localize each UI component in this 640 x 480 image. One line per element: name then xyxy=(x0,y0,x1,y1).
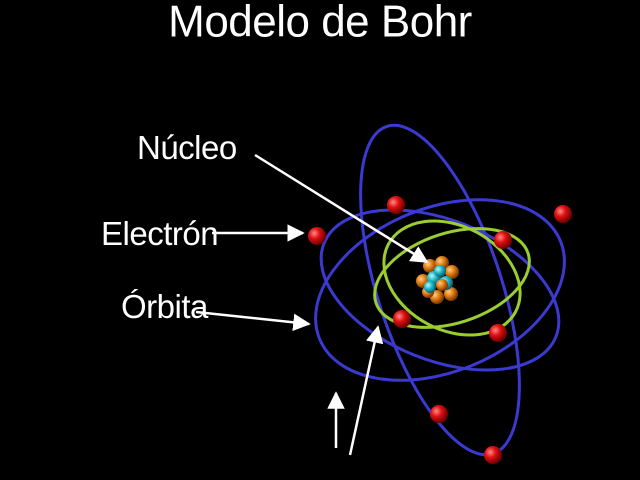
proton xyxy=(444,287,458,301)
electron-label: Electrón xyxy=(101,215,219,252)
electron xyxy=(430,405,448,423)
proton xyxy=(445,265,459,279)
orbit-label: Órbita xyxy=(121,288,208,325)
nucleus-label: Núcleo xyxy=(137,129,237,166)
electron xyxy=(484,446,502,464)
inner-orbit-arrow xyxy=(348,325,384,456)
electron xyxy=(308,227,326,245)
orbit-ring-1 xyxy=(319,208,561,372)
nucleus-arrow xyxy=(254,153,429,264)
inner-orbit-ring-2 xyxy=(382,219,522,337)
electron xyxy=(393,310,411,328)
proton xyxy=(436,279,448,291)
orbit-arrow xyxy=(195,310,311,332)
electron xyxy=(494,231,512,249)
slide-title: Modelo de Bohr xyxy=(168,0,472,47)
inner-orbits xyxy=(373,219,531,337)
nucleus xyxy=(416,256,459,304)
outer-orbits xyxy=(314,123,566,457)
pointer-arrows xyxy=(195,153,429,456)
neutron xyxy=(434,265,446,277)
neutron xyxy=(424,281,436,293)
inner-orbit-ring-1 xyxy=(373,227,531,329)
electron xyxy=(489,324,507,342)
electron xyxy=(387,196,405,214)
electron xyxy=(554,205,572,223)
electrons xyxy=(308,196,572,464)
orbit-ring-2 xyxy=(314,198,566,382)
